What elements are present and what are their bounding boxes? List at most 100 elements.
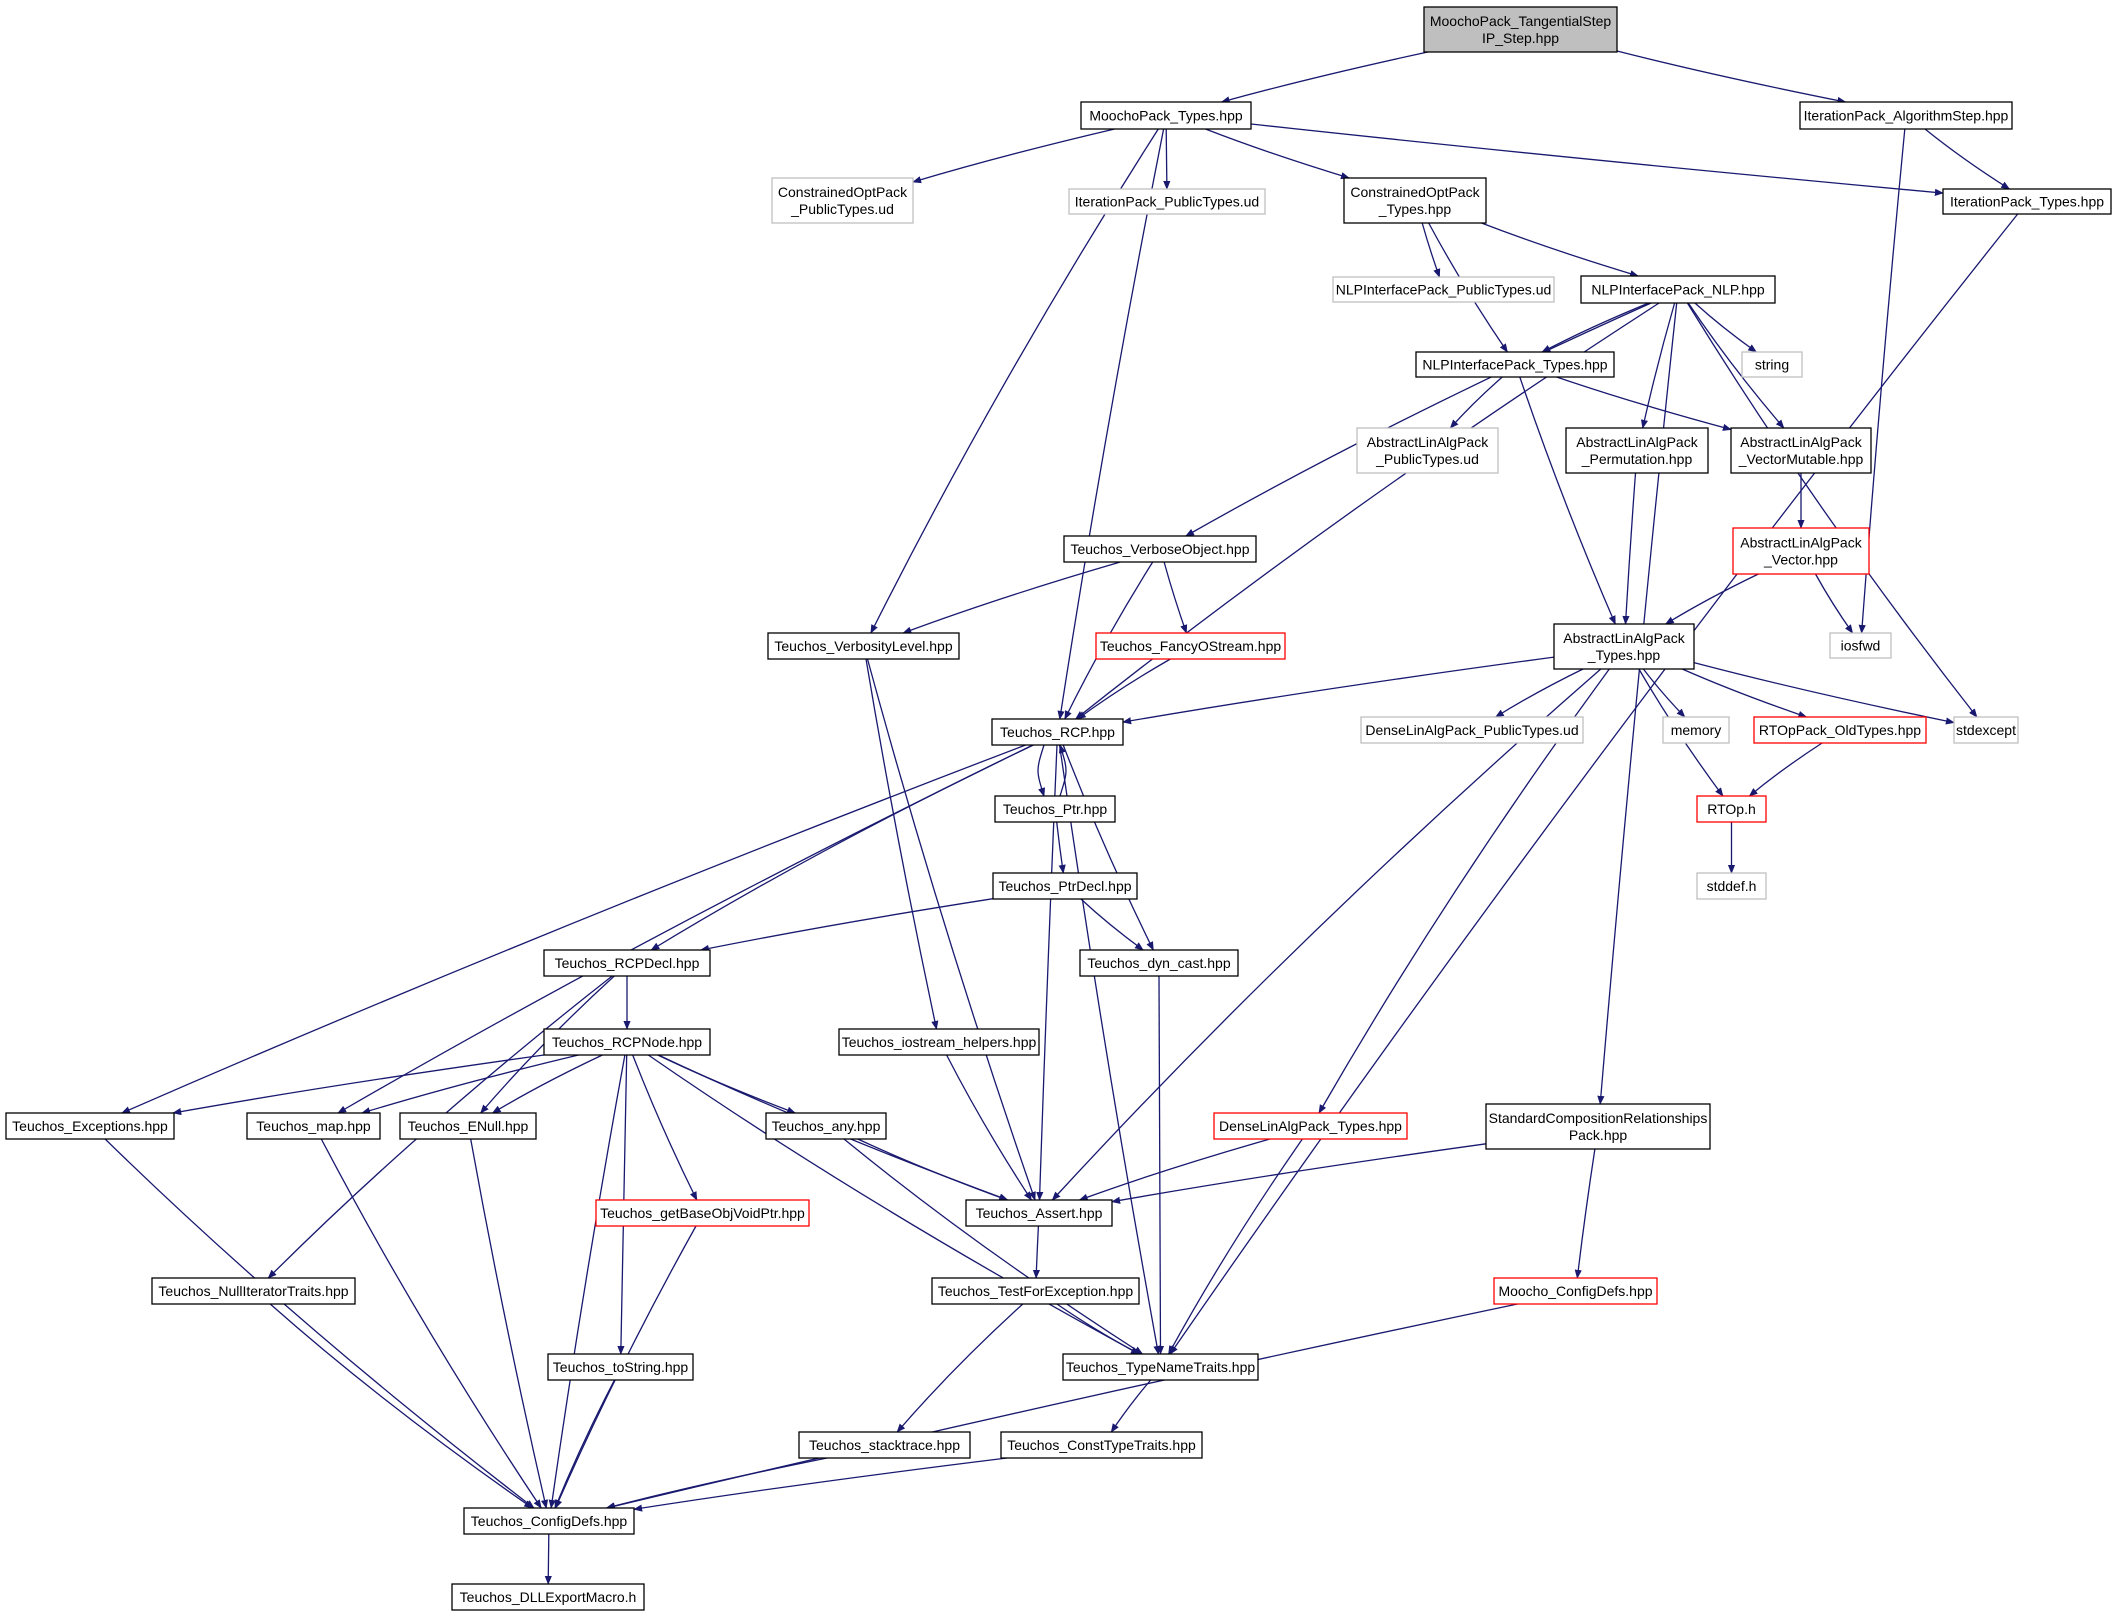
node-dllexport[interactable]: Teuchos_DLLExportMacro.h: [451, 1583, 645, 1611]
node-iostream[interactable]: Teuchos_iostream_helpers.hpp: [838, 1028, 1040, 1056]
node-assert[interactable]: Teuchos_Assert.hpp: [965, 1199, 1113, 1227]
edge-exceptions-to-configdefs: [104, 1138, 535, 1509]
node-rcp[interactable]: Teuchos_RCP.hpp: [991, 718, 1124, 746]
edge-rcpnode-to-getbase: [632, 1054, 698, 1201]
node-moochotypes[interactable]: MoochoPack_Types.hpp: [1080, 101, 1252, 130]
node-nulliter[interactable]: Teuchos_NullIteratorTraits.hpp: [151, 1277, 356, 1305]
node-densetypes[interactable]: DenseLinAlgPack_Types.hpp: [1213, 1112, 1408, 1140]
node-getbase[interactable]: Teuchos_getBaseObjVoidPtr.hpp: [595, 1199, 810, 1227]
node-label: AbstractLinAlgPack: [1740, 535, 1862, 551]
node-iteralgstep[interactable]: IterationPack_AlgorithmStep.hpp: [1799, 101, 2013, 130]
node-label: MoochoPack_Types.hpp: [1089, 108, 1243, 124]
node-perm[interactable]: AbstractLinAlgPack_Permutation.hpp: [1565, 427, 1709, 474]
node-rcpdecl[interactable]: Teuchos_RCPDecl.hpp: [543, 949, 711, 977]
node-alapub[interactable]: AbstractLinAlgPack_PublicTypes.ud: [1356, 427, 1499, 474]
node-moochocfg[interactable]: Moocho_ConfigDefs.hpp: [1493, 1277, 1658, 1305]
edge-rcp-to-exceptions: [121, 744, 1026, 1114]
node-ptr[interactable]: Teuchos_Ptr.hpp: [994, 795, 1116, 823]
node-densepub[interactable]: DenseLinAlgPack_PublicTypes.ud: [1360, 716, 1584, 744]
node-label: Teuchos_dyn_cast.hpp: [1087, 955, 1230, 971]
node-testexc[interactable]: Teuchos_TestForException.hpp: [931, 1277, 1140, 1305]
node-iterpub[interactable]: IterationPack_PublicTypes.ud: [1068, 188, 1266, 215]
node-box: [1415, 351, 1615, 378]
node-box: [931, 1277, 1140, 1305]
node-label: Teuchos_TypeNameTraits.hpp: [1066, 1359, 1256, 1375]
node-stacktrace[interactable]: Teuchos_stacktrace.hpp: [798, 1431, 971, 1459]
node-box: [543, 1028, 711, 1056]
edge-rcpnode-to-typename: [647, 1054, 1140, 1355]
node-label: Teuchos_stacktrace.hpp: [809, 1437, 960, 1453]
node-verblevel[interactable]: Teuchos_VerbosityLevel.hpp: [767, 632, 960, 660]
node-label: DenseLinAlgPack_PublicTypes.ud: [1365, 722, 1578, 738]
node-fancy[interactable]: Teuchos_FancyOStream.hpp: [1095, 632, 1286, 660]
node-box: [1095, 632, 1286, 660]
node-box: [1063, 535, 1257, 563]
node-label: Teuchos_Assert.hpp: [976, 1205, 1103, 1221]
node-box: [1062, 1353, 1259, 1381]
edge-ptr-to-rcp: [1058, 744, 1067, 797]
node-rcpnode[interactable]: Teuchos_RCPNode.hpp: [543, 1028, 711, 1056]
edge-perm-to-alatypes: [1622, 472, 1637, 625]
node-verbobj[interactable]: Teuchos_VerboseObject.hpp: [1063, 535, 1257, 563]
node-box: [1080, 101, 1252, 130]
node-label: ConstrainedOptPack: [778, 184, 908, 200]
node-label: _VectorMutable.hpp: [1738, 451, 1864, 467]
node-rtopold[interactable]: RTOpPack_OldTypes.hpp: [1753, 716, 1927, 744]
node-itertypes[interactable]: IterationPack_Types.hpp: [1942, 188, 2112, 215]
node-stddef[interactable]: stddef.h: [1696, 872, 1767, 900]
node-box: [463, 1507, 635, 1535]
node-box: [1356, 427, 1499, 474]
edge-moochotypes-to-constrpub: [912, 128, 1115, 184]
node-box: [1423, 6, 1618, 53]
edge-stdcomp-to-assert: [1111, 1143, 1487, 1204]
node-configdefs[interactable]: Teuchos_ConfigDefs.hpp: [463, 1507, 635, 1535]
node-label: memory: [1671, 722, 1722, 738]
node-label: iosfwd: [1841, 638, 1881, 654]
node-box: [1553, 623, 1695, 670]
node-typename[interactable]: Teuchos_TypeNameTraits.hpp: [1062, 1353, 1259, 1381]
node-vecmut[interactable]: AbstractLinAlgPack_VectorMutable.hpp: [1730, 427, 1872, 474]
node-map[interactable]: Teuchos_map.hpp: [246, 1112, 381, 1140]
node-box: [547, 1353, 694, 1381]
node-dyncast[interactable]: Teuchos_dyn_cast.hpp: [1079, 949, 1239, 977]
node-constrtypes[interactable]: ConstrainedOptPack_Types.hpp: [1343, 177, 1487, 224]
node-nlptypes[interactable]: NLPInterfacePack_Types.hpp: [1415, 351, 1615, 378]
edge-vec-to-alatypes: [1664, 573, 1759, 625]
node-consttype[interactable]: Teuchos_ConstTypeTraits.hpp: [1000, 1431, 1203, 1459]
node-rtoph[interactable]: RTOp.h: [1696, 795, 1767, 823]
node-any[interactable]: Teuchos_any.hpp: [765, 1112, 887, 1140]
node-vec[interactable]: AbstractLinAlgPack_Vector.hpp: [1732, 527, 1870, 575]
edge-nlptypes-to-alapub: [1449, 376, 1503, 429]
node-ptrdecl[interactable]: Teuchos_PtrDecl.hpp: [992, 872, 1138, 900]
node-iosfwd[interactable]: iosfwd: [1829, 632, 1892, 659]
node-box: [1332, 276, 1555, 303]
node-label: Teuchos_TestForException.hpp: [938, 1283, 1134, 1299]
node-nlppub[interactable]: NLPInterfacePack_PublicTypes.ud: [1332, 276, 1555, 303]
edge-iostream-to-assert: [946, 1054, 1032, 1201]
edge-enull-to-configdefs: [470, 1138, 548, 1509]
edge-typename-to-consttype: [1110, 1379, 1152, 1433]
node-constrpub[interactable]: ConstrainedOptPack_PublicTypes.ud: [771, 177, 914, 224]
edge-alatypes-to-densepub: [1494, 668, 1584, 718]
node-stdexcept[interactable]: stdexcept: [1953, 716, 2019, 744]
node-tostring[interactable]: Teuchos_toString.hpp: [547, 1353, 694, 1381]
edge-nlp-to-perm: [1640, 302, 1676, 429]
node-box: [1829, 632, 1892, 659]
node-label: stdexcept: [1956, 722, 2016, 738]
edge-stdcomp-to-moochocfg: [1574, 1148, 1596, 1279]
node-label: AbstractLinAlgPack: [1740, 434, 1862, 450]
node-enull[interactable]: Teuchos_ENull.hpp: [399, 1112, 537, 1140]
edge-ptrdecl-to-dyncast: [1080, 898, 1144, 951]
edge-rcp-to-ptr: [1037, 744, 1046, 797]
node-memory[interactable]: memory: [1662, 716, 1730, 744]
node-exceptions[interactable]: Teuchos_Exceptions.hpp: [5, 1112, 175, 1140]
node-label: Teuchos_map.hpp: [256, 1118, 371, 1134]
node-string[interactable]: string: [1741, 351, 1803, 378]
node-alatypes[interactable]: AbstractLinAlgPack_Types.hpp: [1553, 623, 1695, 670]
node-label: IP_Step.hpp: [1482, 30, 1559, 46]
edge-testexc-to-stacktrace: [896, 1303, 1024, 1433]
node-nlp[interactable]: NLPInterfacePack_NLP.hpp: [1580, 275, 1776, 304]
